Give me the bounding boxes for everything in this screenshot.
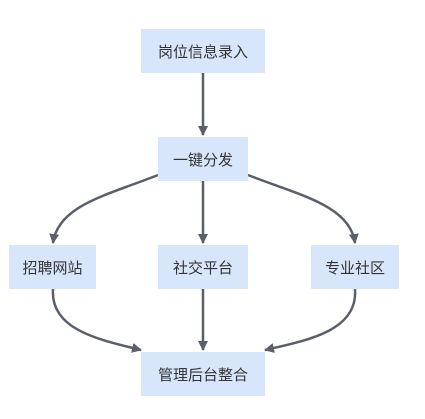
node-recruitment-sites: 招聘网站 xyxy=(9,245,96,289)
edge-mid-to-left xyxy=(49,173,159,244)
node-social-platforms: 社交平台 xyxy=(158,245,248,289)
node-one-click-distribute: 一键分发 xyxy=(158,137,248,181)
edge-right-to-bottom xyxy=(264,288,357,353)
node-label: 一键分发 xyxy=(172,150,233,169)
node-label: 社交平台 xyxy=(172,258,233,277)
node-professional-communities: 专业社区 xyxy=(311,245,399,289)
node-job-info-entry: 岗位信息录入 xyxy=(141,29,265,73)
edge-left-to-bottom xyxy=(51,288,142,353)
node-label: 专业社区 xyxy=(324,258,385,277)
node-label: 招聘网站 xyxy=(22,258,83,277)
node-admin-backend-integration: 管理后台整合 xyxy=(141,352,265,396)
edge-mid-to-right xyxy=(247,173,359,244)
node-label: 管理后台整合 xyxy=(157,365,248,384)
node-label: 岗位信息录入 xyxy=(157,42,248,61)
